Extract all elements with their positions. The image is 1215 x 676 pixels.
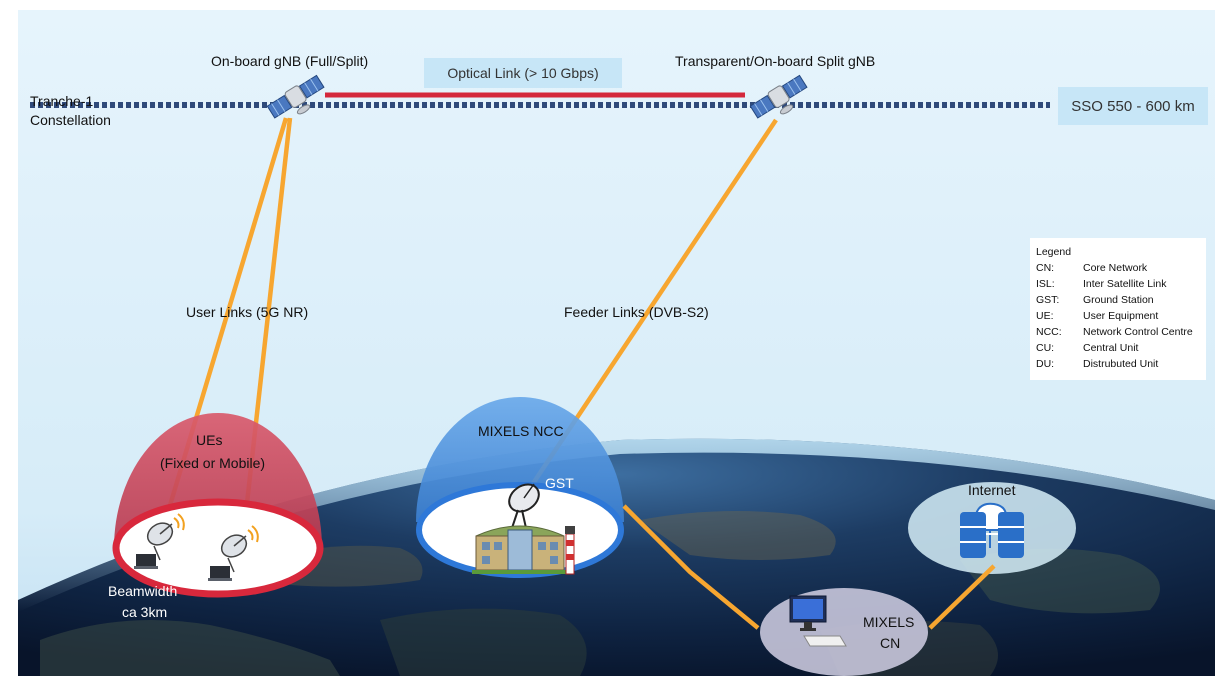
constellation-label-line2: Constellation	[30, 112, 111, 128]
legend-abbr: CU:	[1036, 342, 1055, 354]
legend-abbr: ISL:	[1036, 278, 1055, 290]
beamwidth-label-line2: ca 3km	[122, 604, 168, 620]
mixels-cn-label-line1: MIXELS	[863, 614, 915, 630]
legend-abbr: GST:	[1036, 294, 1060, 306]
legend-desc: Network Control Centre	[1083, 326, 1193, 338]
mixels-ncc-label: MIXELS NCC	[478, 423, 564, 439]
legend-box: Legend CN: Core Network ISL: Inter Satel…	[1030, 238, 1206, 380]
satellite-right-label: Transparent/On-board Split gNB	[675, 53, 876, 69]
core-network-dome	[760, 588, 928, 676]
user-links-label: User Links (5G NR)	[186, 304, 309, 320]
legend-title: Legend	[1036, 246, 1072, 258]
legend-desc: Central Unit	[1083, 342, 1139, 354]
legend-desc: Ground Station	[1083, 294, 1154, 306]
satellite-left-icon	[266, 74, 325, 119]
ncc-cn-link	[622, 504, 760, 630]
legend-abbr: DU:	[1036, 358, 1055, 370]
ground-station-dish-icon	[508, 483, 540, 529]
database-icon	[960, 512, 1024, 558]
legend-desc: Core Network	[1083, 262, 1148, 274]
constellation-label-line1: Tranche-1	[30, 93, 94, 109]
legend-abbr: UE:	[1036, 310, 1054, 322]
cn-internet-link	[928, 564, 996, 630]
ues-label-line2: (Fixed or Mobile)	[160, 455, 266, 471]
satellite-right-icon	[749, 74, 808, 119]
gst-label: GST	[545, 475, 574, 491]
legend-abbr: CN:	[1036, 262, 1055, 274]
ncc-building-icon	[472, 525, 568, 574]
legend-abbr: NCC:	[1036, 326, 1062, 338]
ues-label-line1: UEs	[196, 432, 223, 448]
ue-terminal-icon	[208, 525, 259, 581]
optical-link-label: Optical Link (> 10 Gbps)	[424, 58, 622, 88]
ue-terminal-icon	[134, 513, 185, 569]
mixels-cn-label-line2: CN	[880, 635, 901, 651]
beamwidth-label-line1: Beamwidth	[108, 583, 178, 599]
lighthouse-icon	[565, 526, 575, 575]
internet-label: Internet	[968, 482, 1016, 498]
legend-desc: User Equipment	[1083, 310, 1159, 322]
legend-desc: Distrubuted Unit	[1083, 358, 1159, 370]
orbit-altitude-label: SSO 550 - 600 km	[1058, 87, 1208, 125]
satellite-left-label: On-board gNB (Full/Split)	[211, 53, 369, 69]
computer-icon	[789, 595, 847, 647]
legend-desc: Inter Satellite Link	[1083, 278, 1167, 290]
feeder-links-label: Feeder Links (DVB-S2)	[564, 304, 709, 320]
